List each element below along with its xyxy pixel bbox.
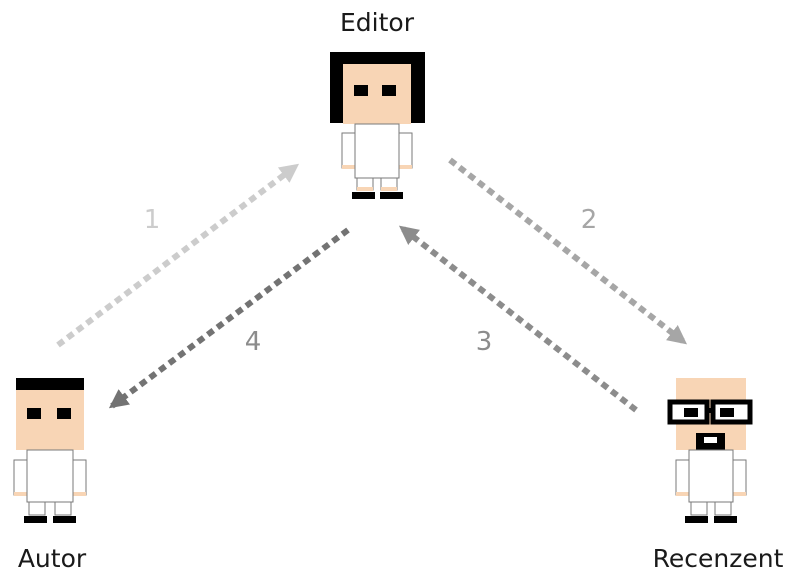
editor-name-label: Editor <box>340 8 415 37</box>
author-left-arm <box>13 459 28 496</box>
step-2-label: 2 <box>581 205 598 235</box>
reviewer-glasses-bridge <box>705 408 715 413</box>
editor-right-shoe <box>380 192 403 199</box>
editor-right-eye <box>382 85 396 96</box>
reviewer-left-eye <box>684 408 698 417</box>
arrow-4: 4 <box>108 227 350 409</box>
reviewer-right-shoe <box>714 516 737 523</box>
author-figure: Autor <box>13 378 87 573</box>
editor-right-arm <box>398 132 413 169</box>
reviewer-right-leg <box>714 501 732 516</box>
author-left-leg <box>28 501 46 516</box>
reviewer-left-leg <box>690 501 708 516</box>
author-face <box>16 390 84 450</box>
reviewer-name-label: Recenzent <box>653 544 784 573</box>
editor-left-shoe <box>352 192 375 199</box>
reviewer-figure: Recenzent <box>653 378 784 573</box>
author-body <box>26 449 74 503</box>
author-left-eye <box>27 408 41 419</box>
arrow-2: 2 <box>448 157 688 345</box>
author-right-shoe <box>53 516 76 523</box>
author-left-shoe <box>24 516 47 523</box>
reviewer-left-arm <box>675 459 690 496</box>
arrow-1: 1 <box>56 163 300 348</box>
author-hair <box>16 378 84 391</box>
reviewer-mouth <box>704 437 717 443</box>
author-right-eye <box>57 408 71 419</box>
editor-face <box>343 64 411 124</box>
editor-figure: Editor <box>330 8 425 199</box>
reviewer-body <box>688 449 734 503</box>
author-right-leg <box>54 501 72 516</box>
reviewer-right-eye <box>720 408 734 417</box>
author-name-label: Autor <box>18 544 87 573</box>
author-right-arm <box>72 459 87 496</box>
editor-body <box>354 123 400 179</box>
step-1-label: 1 <box>144 205 161 235</box>
arrow-3: 3 <box>398 225 638 413</box>
reviewer-left-shoe <box>685 516 708 523</box>
editor-left-eye <box>354 85 368 96</box>
step-4-label: 4 <box>245 327 262 357</box>
step-3-label: 3 <box>476 327 493 357</box>
reviewer-right-arm <box>732 459 747 496</box>
editor-left-arm <box>341 132 356 169</box>
